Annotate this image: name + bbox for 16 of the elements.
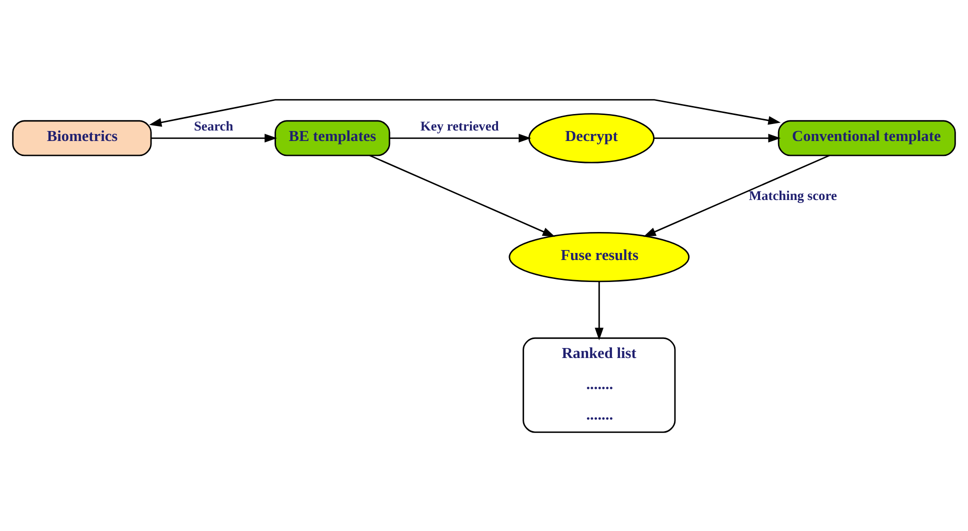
arrow [643,154,830,236]
arrow [594,281,604,340]
node-box: BE templates [274,120,390,156]
edge-label: Matching score [748,188,837,203]
arrow [654,133,781,142]
arrow [390,133,532,142]
edge-label: Search [194,118,234,134]
node-ellipse: Decrypt [528,112,655,163]
node-box: Conventional template [778,120,956,156]
node-ellipse: Fuse results [508,231,690,282]
arrow [149,98,781,126]
edge-label: Key retrieved [420,118,499,134]
arrow [151,133,278,142]
arrow [369,154,556,236]
node-box: Ranked list ....... ....... [522,336,676,432]
node-box: Biometrics [12,120,152,156]
